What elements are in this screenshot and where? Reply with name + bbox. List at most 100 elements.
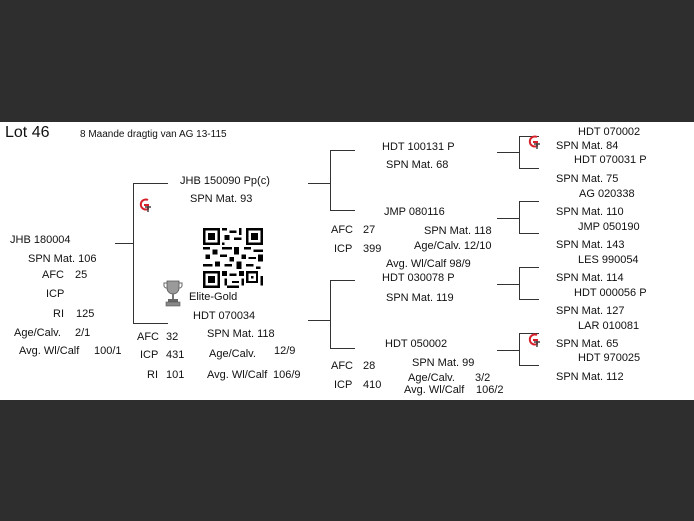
dam-ri-label: RI [147,369,158,381]
dd-id: HDT 050002 [385,338,448,350]
line [133,183,168,184]
line [519,136,520,168]
line [519,365,539,366]
sd-id: JMP 080116 [384,206,445,218]
gen3-item: JMP 050190 [578,221,640,233]
line [115,243,133,244]
ss-spn: SPN Mat. 68 [386,159,449,171]
ds-spn: SPN Mat. 119 [386,292,454,304]
line [497,218,519,219]
dd-icp-label: ICP [334,379,353,391]
dam-ri: 101 [166,369,185,381]
line [519,201,539,202]
line [497,152,519,153]
line [330,280,331,348]
dd-wl-label: Avg. Wl/Calf [404,384,465,396]
gen3-item: SPN Mat. 110 [556,206,624,218]
sire-spn: SPN Mat. 93 [190,193,253,205]
gen3-item: SPN Mat. 75 [556,173,619,185]
dd-age-label: Age/Calv. [408,372,455,384]
animal-age-label: Age/Calv. [14,327,61,339]
animal-wl-label: Avg. Wl/Calf [19,345,80,357]
sire-id: JHB 150090 Pp(c) [180,175,270,187]
animal-afc-label: AFC [42,269,64,281]
dd-icp: 410 [363,379,382,391]
sd-age: Age/Calv. 12/10 [414,240,492,252]
dd-afc: 28 [363,360,376,372]
animal-spn: SPN Mat. 106 [28,253,97,265]
line [519,136,539,137]
gen3-item: LES 990054 [578,254,639,266]
line [308,320,330,321]
sd-icp: 399 [363,243,382,255]
line [519,201,520,233]
pregnancy-note: 8 Maande dragtig van AG 13-115 [80,129,227,140]
gen3-item: SPN Mat. 65 [556,338,619,350]
line [497,284,519,285]
dam-spn: SPN Mat. 118 [207,328,275,340]
line [330,150,355,151]
animal-ri: 125 [76,308,95,320]
gen3-item: LAR 010081 [578,320,640,332]
gen3-item: HDT 070031 P [574,154,647,166]
line [133,323,168,324]
line [519,233,539,234]
line [330,210,355,211]
gen3-item: SPN Mat. 112 [556,371,624,383]
sd-wl: Avg. Wl/Calf 98/9 [386,258,471,270]
gen3-item: HDT 070002 [578,126,641,138]
dd-afc-label: AFC [331,360,353,372]
pedigree-sheet: Lot 46 8 Maande dragtig van AG 13-115 JH… [0,122,694,400]
animal-icp-label: ICP [46,288,65,300]
gt-logo-icon [139,198,151,212]
lot-number: Lot 46 [5,124,50,141]
line [330,280,355,281]
animal-id: JHB 180004 [10,234,71,246]
line [519,333,539,334]
dd-age: 3/2 [475,372,491,384]
gen3-item: SPN Mat. 84 [556,140,619,152]
line [519,267,520,299]
dam-icp-label: ICP [140,349,159,361]
line [519,333,520,365]
ss-id: HDT 100131 P [382,141,455,153]
line [133,183,134,323]
dam-age-label: Age/Calv. [209,348,256,360]
dd-wl: 106/2 [476,384,504,396]
trophy-icon [163,280,183,307]
animal-wl: 100/1 [94,345,122,357]
dam-wl-label: Avg. Wl/Calf [207,369,268,381]
dam-age: 12/9 [274,345,296,357]
line [497,350,519,351]
gen3-item: SPN Mat. 114 [556,272,624,284]
animal-age: 2/1 [75,327,91,339]
sd-icp-label: ICP [334,243,353,255]
line [330,150,331,210]
animal-ri-label: RI [53,308,64,320]
line [519,299,539,300]
animal-afc: 25 [75,269,88,281]
gt-logo-icon [528,333,540,347]
line [519,267,539,268]
gen3-item: HDT 970025 [578,352,641,364]
gen3-item: SPN Mat. 127 [556,305,625,317]
gen3-item: HDT 000056 P [574,287,647,299]
dd-spn: SPN Mat. 99 [412,357,475,369]
sd-spn: SPN Mat. 118 [424,225,492,237]
gt-logo-icon [528,135,540,149]
dam-wl: 106/9 [273,369,301,381]
sd-afc-label: AFC [331,224,353,236]
dam-icp: 431 [166,349,185,361]
ds-id: HDT 030078 P [382,272,455,284]
dam-afc: 32 [166,331,179,343]
gen3-item: SPN Mat. 143 [556,239,625,251]
sd-afc: 27 [363,224,376,236]
gen3-item: AG 020338 [579,188,635,200]
dam-afc-label: AFC [137,331,159,343]
line [330,348,355,349]
qr-code-icon [203,228,263,288]
line [308,183,330,184]
line [519,168,539,169]
dam-award: Elite-Gold [189,291,238,303]
dam-id: HDT 070034 [193,310,256,322]
